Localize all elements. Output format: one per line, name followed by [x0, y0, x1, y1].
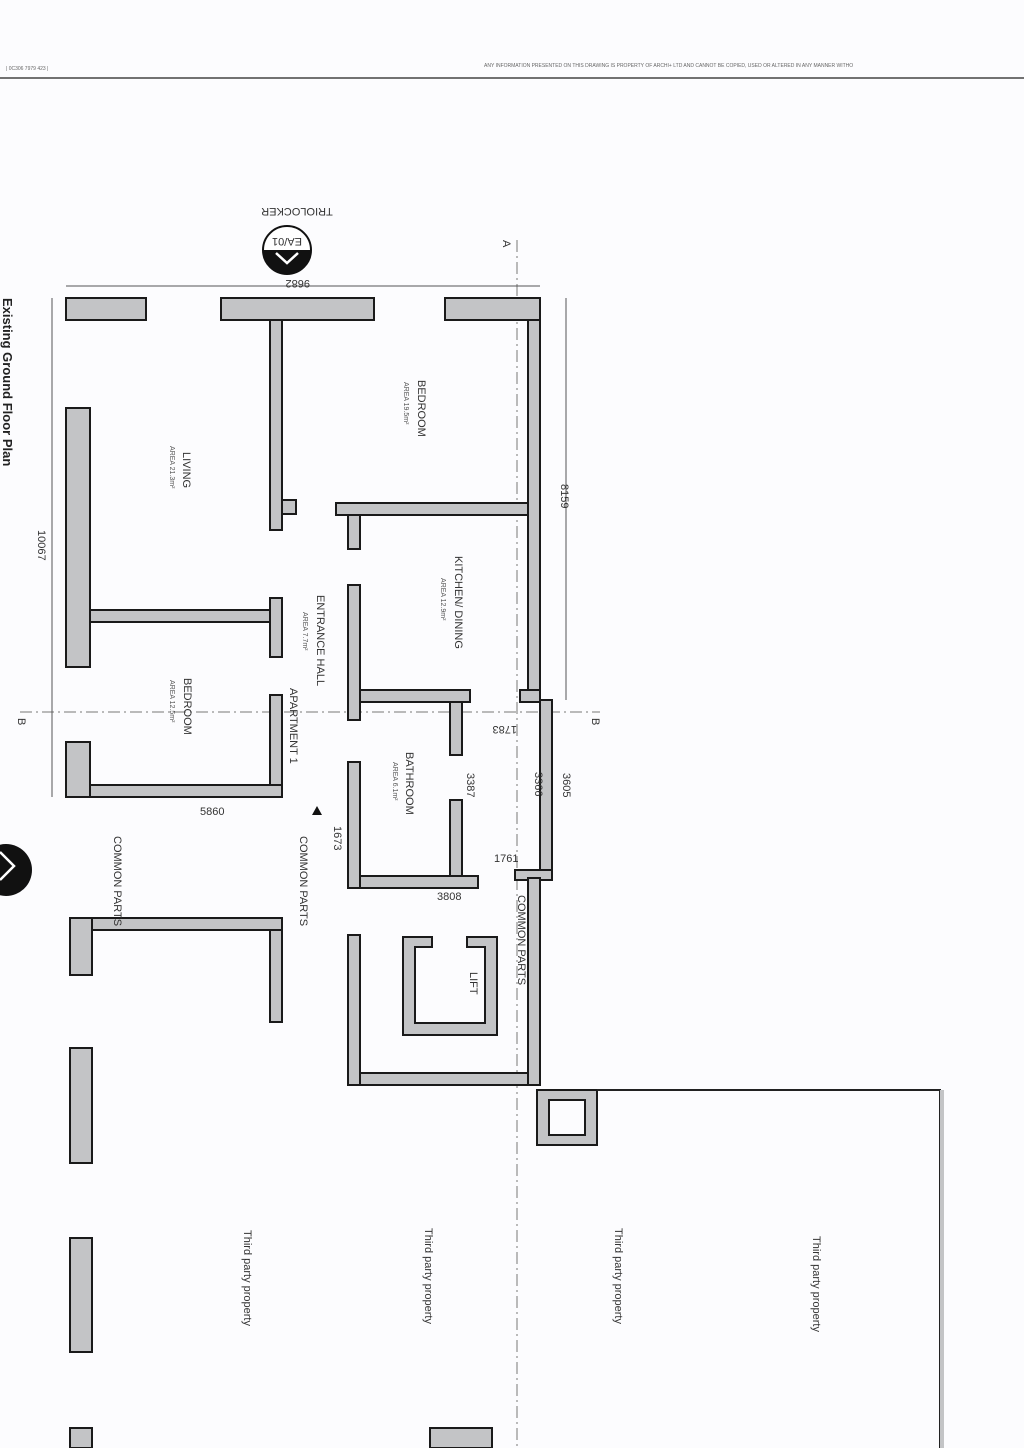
lift-label: LIFT [467, 972, 479, 995]
apartment-label: APARTMENT 1 [287, 688, 299, 764]
svg-text:LIVING: LIVING [180, 452, 192, 488]
dim-3808: 3808 [437, 891, 461, 903]
dim-5860: 5860 [200, 806, 224, 818]
svg-text:AREA 6.1m²: AREA 6.1m² [391, 762, 398, 801]
common-parts-label-3: COMMON PARTS [515, 895, 527, 985]
chevron-down-icon [275, 252, 299, 265]
dim-3605: 3605 [560, 773, 572, 797]
svg-text:AREA 19.5m²: AREA 19.5m² [402, 382, 409, 425]
dim-8159: 8159 [558, 484, 570, 508]
svg-text:BEDROOM: BEDROOM [415, 380, 427, 437]
boundary-fill [940, 1090, 944, 1448]
dim-1761: 1761 [494, 853, 518, 865]
section-marker: EA/01 TRIOLOCKER [261, 205, 333, 275]
dim-3387: 3387 [464, 773, 476, 797]
svg-text:KITCHEN/ DINING: KITCHEN/ DINING [452, 556, 464, 649]
svg-text:AREA 7.7m²: AREA 7.7m² [301, 612, 308, 651]
dim-10067: 10067 [35, 530, 47, 561]
section-b-label: B [589, 718, 601, 725]
dim-1673: 1673 [331, 826, 343, 850]
third-party-label-4: Third party property [810, 1236, 822, 1332]
section-b-label-left: B [15, 718, 27, 725]
room-bedroom-1: BEDROOM AREA 19.5m² [402, 380, 427, 437]
room-bathroom: BATHROOM AREA 6.1m² [391, 752, 415, 815]
dim-9682: 9682 [286, 277, 310, 289]
common-parts-label-2: COMMON PARTS [111, 836, 123, 926]
room-bedroom-2: BEDROOM AREA 12.5m² [168, 678, 193, 735]
room-living: LIVING AREA 21.3m² [168, 446, 192, 489]
section-marker-left [0, 844, 32, 896]
third-party-label-2: Third party property [422, 1228, 434, 1324]
plan-title: Existing Ground Floor Plan [0, 298, 15, 466]
svg-text:AREA 21.3m²: AREA 21.3m² [168, 446, 175, 489]
svg-text:ENTRANCE HALL: ENTRANCE HALL [314, 595, 326, 686]
third-party-boundary [597, 1089, 941, 1448]
lift-shaft [402, 936, 498, 1036]
svg-text:BEDROOM: BEDROOM [181, 678, 193, 735]
chevron-right-icon [0, 851, 16, 881]
svg-text:AREA 12.5m²: AREA 12.5m² [168, 680, 175, 723]
drawing-reference: | 0C306 7979 423 | [6, 66, 48, 72]
dim-3366: 3366 [532, 772, 544, 796]
section-label: TRIOLOCKER [261, 205, 333, 217]
common-parts-label-1: COMMON PARTS [297, 836, 309, 926]
room-kitchen-dining: KITCHEN/ DINING AREA 12.9m² [439, 556, 464, 649]
entrance-arrow-icon [312, 806, 322, 815]
section-code: EA/01 [272, 235, 302, 247]
svg-text:BATHROOM: BATHROOM [403, 752, 415, 815]
third-party-label-1: Third party property [241, 1230, 253, 1326]
section-a-label: A [500, 240, 512, 248]
third-party-label-3: Third party property [612, 1228, 624, 1324]
dim-1783: 1783 [493, 723, 517, 735]
room-entrance-hall: ENTRANCE HALL AREA 7.7m² [301, 595, 326, 686]
svg-text:AREA 12.9m²: AREA 12.9m² [439, 578, 446, 621]
walls [65, 297, 598, 1448]
copyright-notice: ANY INFORMATION PRESENTED ON THIS DRAWIN… [484, 63, 853, 69]
